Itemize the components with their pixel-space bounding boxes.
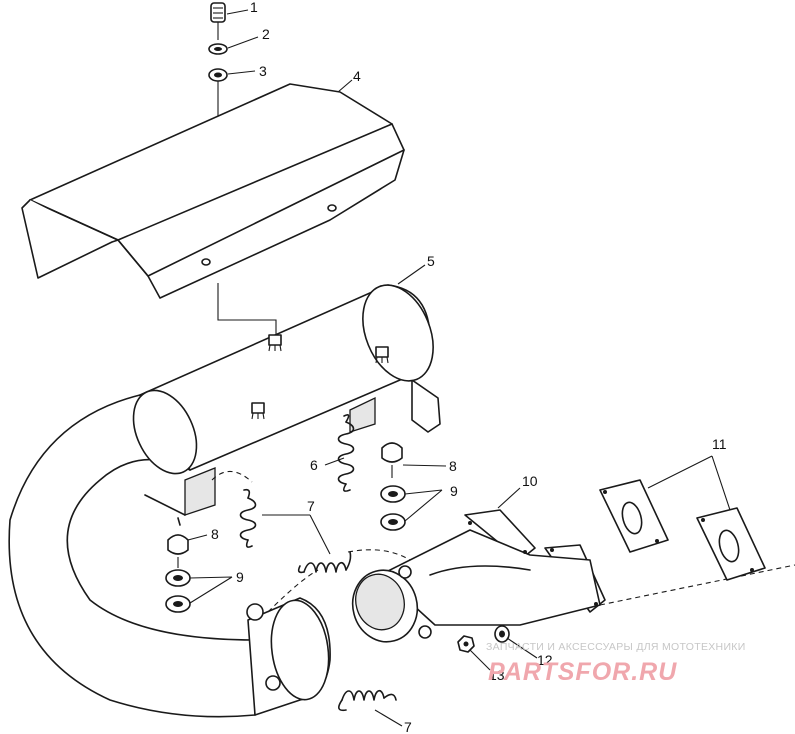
washer-9-right-upper: [380, 485, 406, 503]
spring-7-lower-part: [338, 689, 397, 712]
watermark-tagline: ЗАПЧАСТИ И АКСЕССУАРЫ ДЛЯ МОТОТЕХНИКИ: [486, 641, 746, 653]
exhaust-manifold-part: [351, 509, 606, 643]
exhaust-pipe-part: [8, 389, 331, 718]
gasket-11-right-part: [696, 507, 766, 581]
watermark-logo: PARTSFOR.RU: [488, 658, 677, 686]
callout-7-lower: 7: [404, 719, 412, 734]
watermark: ЗАПЧАСТИ И АКСЕССУАРЫ ДЛЯ МОТОТЕХНИКИ PA…: [486, 641, 746, 686]
callout-10: 10: [522, 473, 538, 489]
callout-1: 1: [250, 0, 258, 15]
callout-3: 3: [259, 63, 267, 79]
washer-9-left-upper: [165, 569, 191, 587]
callout-labels: 1 2 3 4 5 6 7 7 8 8 9 9 10 11 12 13: [211, 0, 727, 734]
callout-9-right: 9: [450, 483, 458, 499]
spring-7-middle-part: [297, 551, 352, 574]
callout-8-right: 8: [449, 458, 457, 474]
grommet-8-right-part: [381, 442, 403, 478]
spring-path-lower: [267, 549, 411, 613]
manifold-axis-line: [599, 564, 795, 606]
spring-path-upper: [211, 470, 253, 483]
washer-9-left-lower: [165, 595, 191, 613]
lock-washer-part: [208, 43, 228, 55]
callout-5: 5: [427, 253, 435, 269]
heat-shield-part: [21, 83, 405, 299]
callout-2: 2: [262, 26, 270, 42]
shield-mount-line: [217, 283, 277, 340]
callout-8-left: 8: [211, 526, 219, 542]
callout-13: 13: [489, 667, 505, 683]
callout-11: 11: [712, 436, 727, 452]
grommet-8-left-part: [167, 534, 189, 568]
callout-9-left: 9: [236, 569, 244, 585]
leader-lines: [187, 9, 731, 727]
washer-12-part: [494, 625, 510, 643]
spring-6-part: [337, 414, 355, 492]
callout-4: 4: [353, 68, 361, 84]
spring-7-upper-part: [239, 488, 257, 548]
muffler-part: [139, 284, 441, 526]
washer-9-right-lower: [380, 513, 406, 531]
callout-7-upper: 7: [307, 498, 315, 514]
bolt-part: [210, 2, 226, 40]
gasket-11-left-part: [599, 479, 669, 553]
callout-12: 12: [537, 652, 553, 668]
flat-washer-part: [208, 68, 228, 82]
callout-6: 6: [310, 457, 318, 473]
nut-13-part: [457, 635, 475, 653]
